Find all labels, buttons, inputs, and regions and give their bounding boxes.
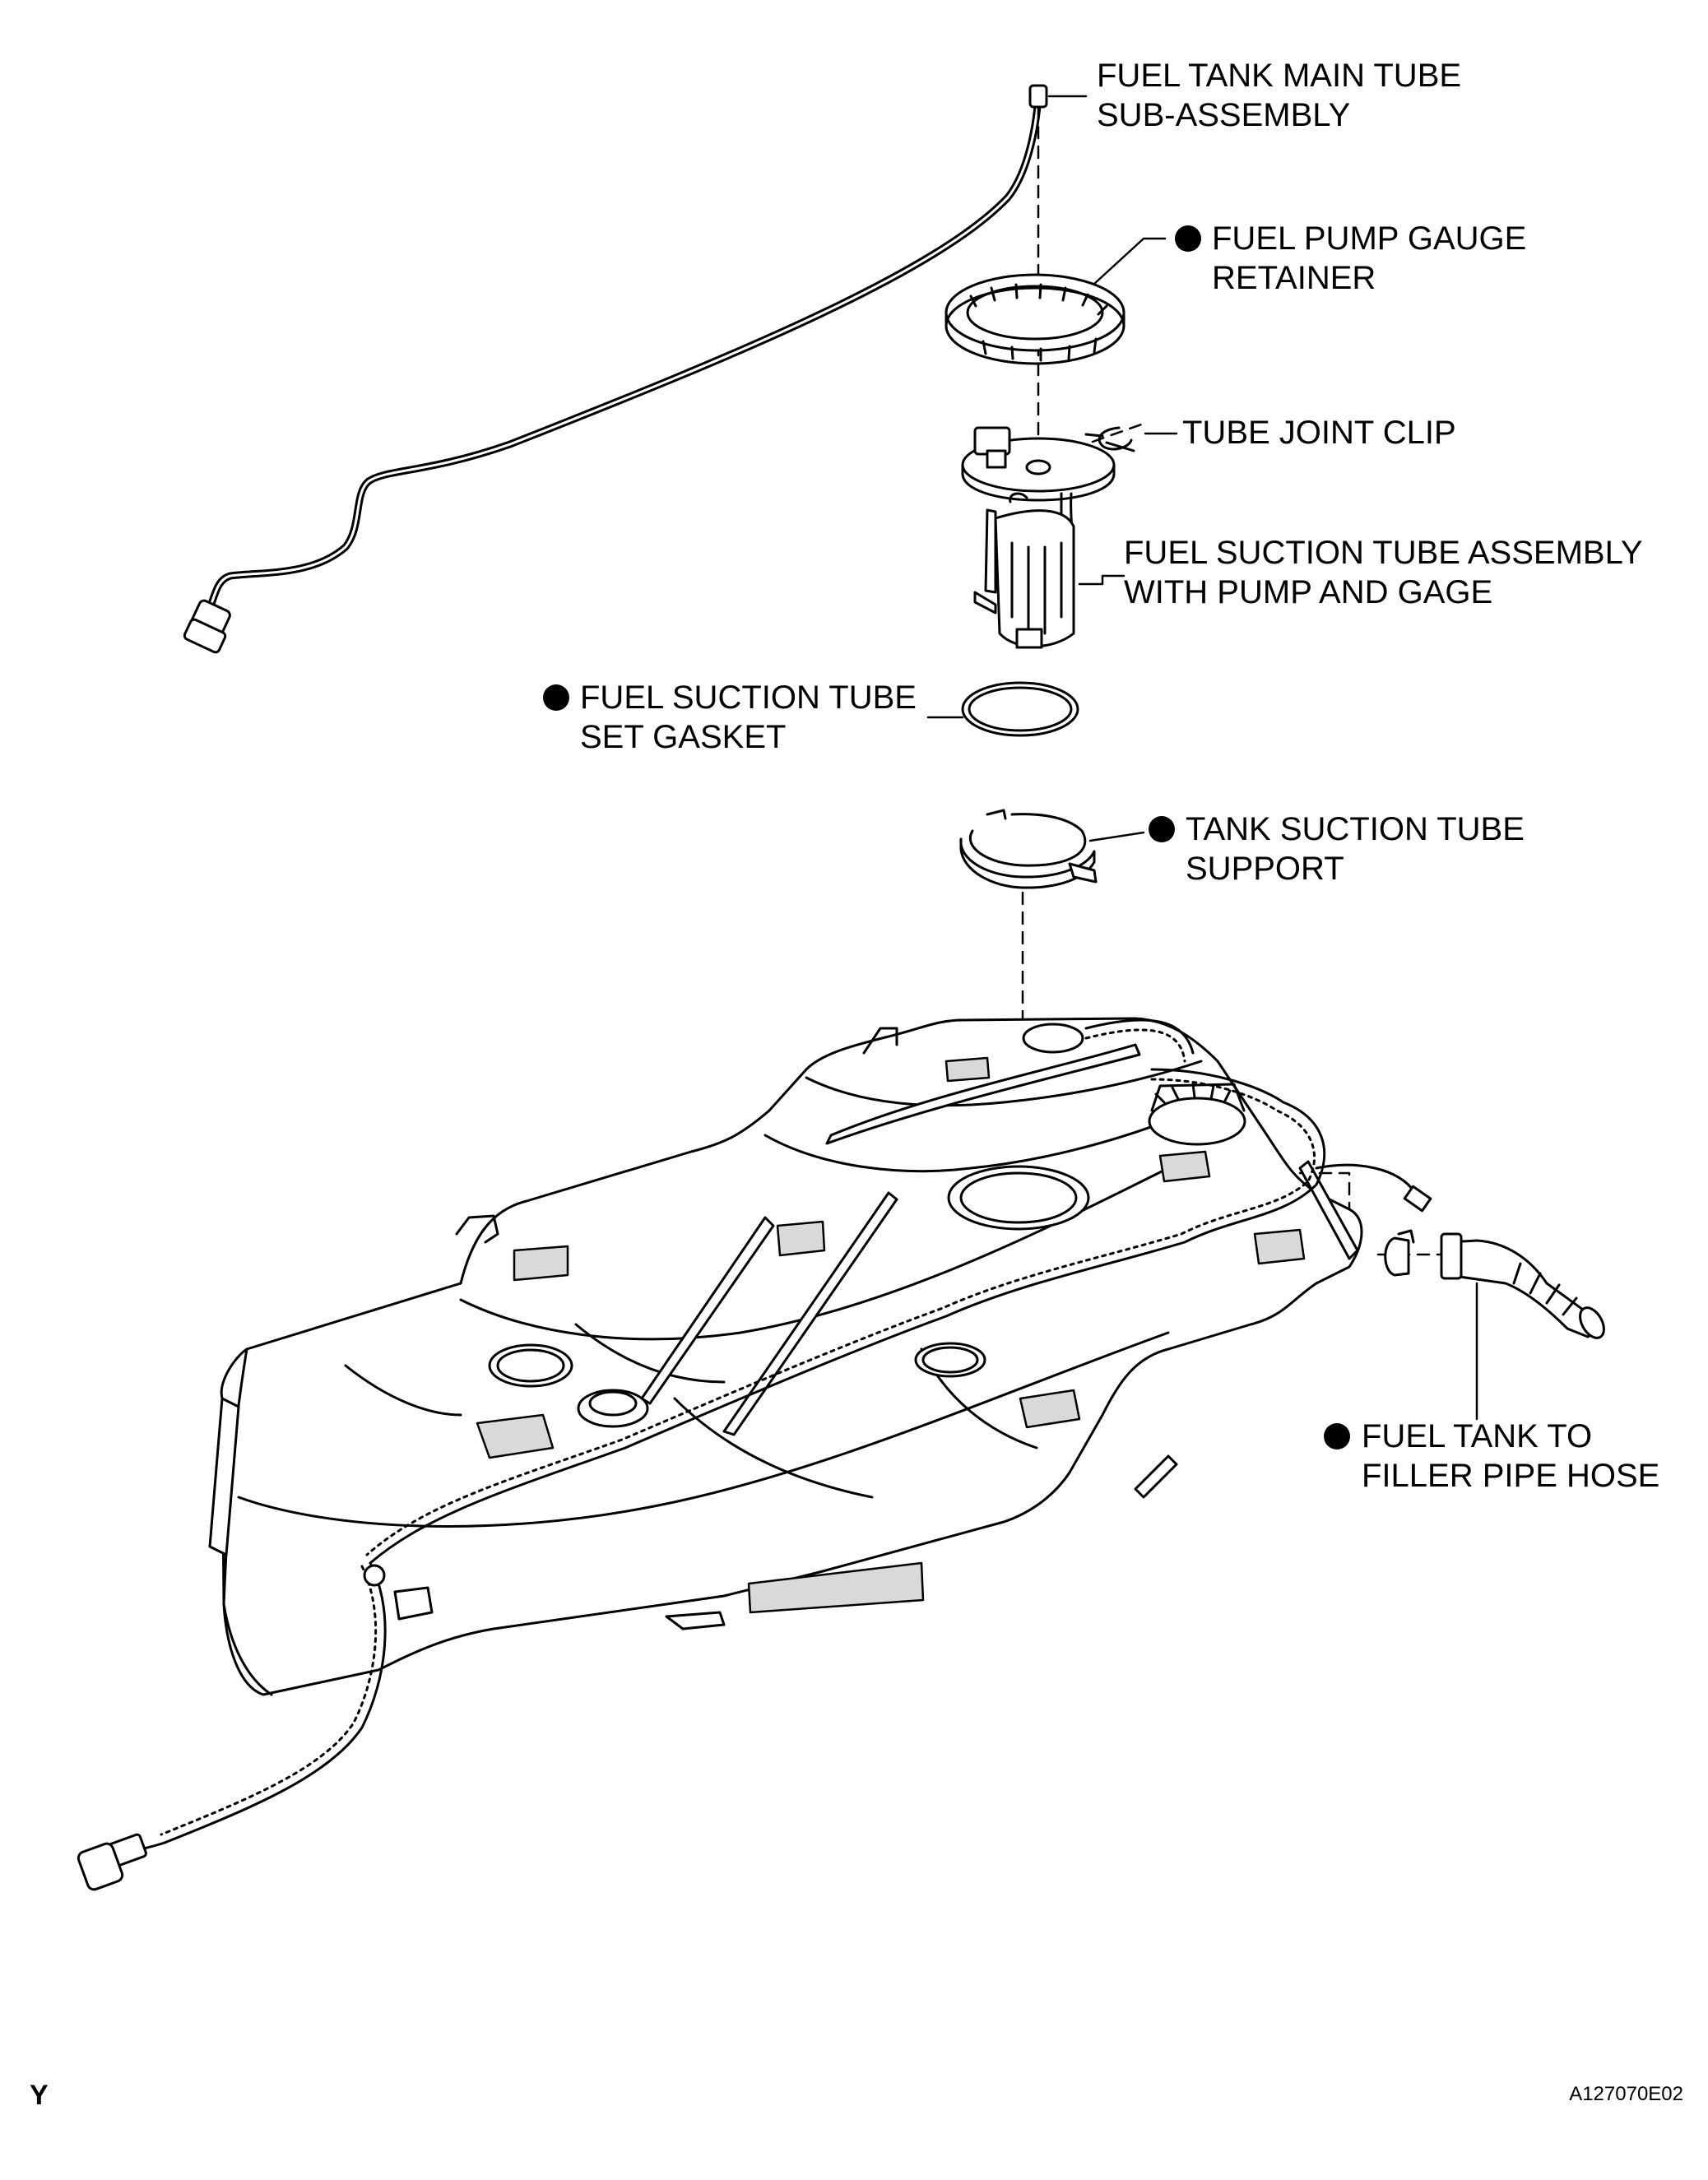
label-line: RETAINER <box>1212 260 1376 296</box>
label-fuel-suction-tube-assembly: FUEL SUCTION TUBE ASSEMBLY WITH PUMP AND… <box>1124 533 1643 612</box>
label-line: SUPPORT <box>1186 851 1344 887</box>
label-line: FUEL TANK MAIN TUBE <box>1097 58 1462 94</box>
label-tank-suction-tube-support: TANK SUCTION TUBE SUPPORT <box>1186 809 1525 888</box>
label-fuel-tank-to-filler-pipe-hose: FUEL TANK TO FILLER PIPE HOSE <box>1362 1417 1659 1496</box>
label-line: FUEL SUCTION TUBE ASSEMBLY <box>1124 535 1643 571</box>
fuel-tank-main-tube <box>183 84 1048 654</box>
label-fuel-suction-tube-set-gasket: FUEL SUCTION TUBE SET GASKET <box>580 678 917 757</box>
label-fuel-tank-main-tube: FUEL TANK MAIN TUBE SUB-ASSEMBLY <box>1097 56 1461 135</box>
fuel-suction-tube-assembly <box>961 426 1116 649</box>
filler-pipe-hose <box>1384 1229 1605 1339</box>
label-line: TUBE JOINT CLIP <box>1182 415 1456 451</box>
fuel-suction-tube-set-gasket <box>961 681 1079 737</box>
fuel-pump-gauge-retainer <box>945 273 1126 365</box>
leader-lines <box>926 95 1478 1421</box>
corner-code-left: Y <box>30 2080 49 2111</box>
label-line: SUB-ASSEMBLY <box>1097 97 1351 133</box>
replace-marker-dot <box>543 684 569 711</box>
label-line: WITH PUMP AND GAGE <box>1124 574 1493 610</box>
tube-joint-clip <box>1084 426 1135 452</box>
tank-harness-hose <box>77 1018 1432 1891</box>
replace-marker-dot <box>1175 225 1201 252</box>
label-line: FUEL SUCTION TUBE <box>580 680 917 716</box>
fuel-tank <box>220 1017 1363 1696</box>
label-line: FILLER PIPE HOSE <box>1362 1458 1660 1494</box>
replace-marker-dot <box>1324 1423 1350 1449</box>
figure-code: A127070E02 <box>1569 2083 1683 2105</box>
label-line: TANK SUCTION TUBE <box>1186 811 1525 847</box>
label-fuel-pump-gauge-retainer: FUEL PUMP GAUGE RETAINER <box>1212 219 1526 298</box>
label-line: SET GASKET <box>580 719 787 755</box>
tank-suction-tube-support <box>959 809 1098 889</box>
label-line: FUEL PUMP GAUGE <box>1212 220 1527 257</box>
label-line: FUEL TANK TO <box>1362 1418 1593 1454</box>
replace-marker-dot <box>1149 816 1175 842</box>
label-tube-joint-clip: TUBE JOINT CLIP <box>1182 413 1456 452</box>
tank-mounting-pads <box>476 1056 1306 1614</box>
